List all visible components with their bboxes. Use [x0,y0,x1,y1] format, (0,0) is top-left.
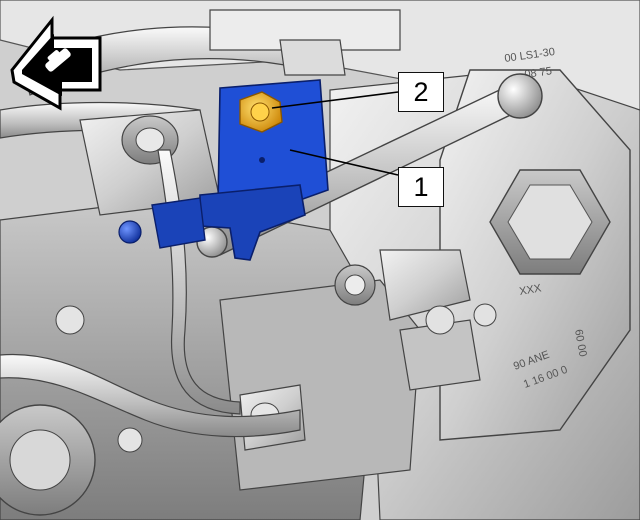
bolt [239,91,283,133]
blue-sensor-bracket [118,79,329,261]
leader-line-2 [271,91,399,109]
callout-1-label: 1 [413,171,429,202]
callout-1: 1 [398,167,444,207]
casting-text-side-2: 60 00 [572,328,589,357]
bracket-ball-stud [118,220,142,244]
rod-ball-upper [497,73,543,119]
casting-text-side-1: XXX [518,282,542,298]
front-of-vehicle-arrow-icon [10,15,102,111]
callout-2: 2 [398,72,444,112]
leader-line-1 [289,149,399,176]
lower-tube [0,353,301,438]
callout-2-label: 2 [413,76,429,107]
